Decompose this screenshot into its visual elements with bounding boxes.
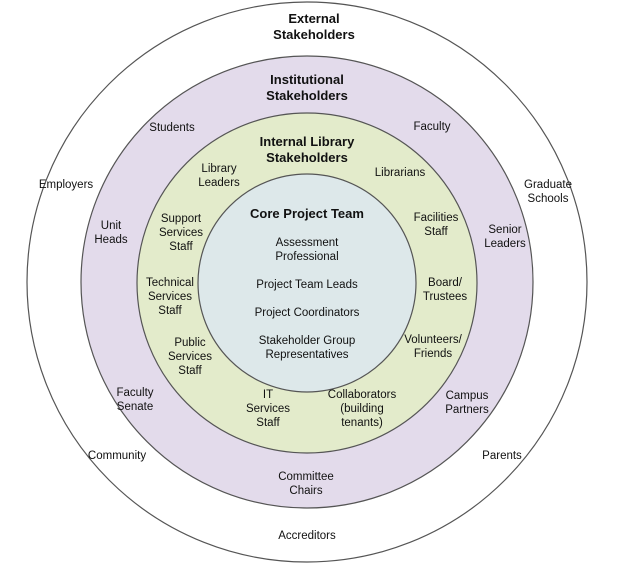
internal-library-stakeholders-title: Internal Library Stakeholders bbox=[259, 134, 355, 165]
project-coordinators-label: Project Coordinators bbox=[254, 307, 360, 319]
accreditors-label: Accreditors bbox=[278, 530, 336, 542]
parents-label: Parents bbox=[482, 450, 522, 462]
institutional-stakeholders-title: Institutional Stakeholders bbox=[266, 72, 348, 103]
core-ring bbox=[197, 173, 417, 393]
technical-services-staff-label: Technical Services Staff bbox=[146, 277, 194, 317]
assessment-professional-label: Assessment Professional bbox=[275, 237, 339, 263]
library-leaders-label: Library Leaders bbox=[198, 163, 240, 189]
committee-chairs-label: Committee Chairs bbox=[278, 471, 334, 497]
employers-label: Employers bbox=[38, 179, 94, 191]
librarians-label: Librarians bbox=[374, 167, 426, 179]
project-team-leads-label: Project Team Leads bbox=[256, 279, 358, 291]
it-services-staff-label: IT Services Staff bbox=[245, 389, 291, 429]
core-project-team-title: Core Project Team bbox=[250, 206, 364, 221]
unit-heads-label: Unit Heads bbox=[94, 220, 128, 246]
faculty-senate-label: Faculty Senate bbox=[116, 387, 154, 413]
campus-partners-label: Campus Partners bbox=[445, 390, 489, 416]
facilities-staff-label: Facilities Staff bbox=[413, 212, 459, 238]
faculty-label: Faculty bbox=[413, 121, 451, 133]
public-services-staff-label: Public Services Staff bbox=[167, 337, 213, 377]
support-services-staff-label: Support Services Staff bbox=[158, 213, 204, 253]
stakeholder-group-representatives-label: Stakeholder Group Representatives bbox=[258, 335, 356, 361]
collaborators-label: Collaborators (building tenants) bbox=[327, 389, 397, 429]
external-stakeholders-title: External Stakeholders bbox=[273, 11, 355, 42]
students-label: Students bbox=[149, 122, 195, 134]
senior-leaders-label: Senior Leaders bbox=[484, 224, 526, 250]
volunteers-friends-label: Volunteers/ Friends bbox=[404, 334, 462, 360]
graduate-schools-label: Graduate Schools bbox=[524, 179, 572, 205]
board-trustees-label: Board/ Trustees bbox=[422, 277, 468, 303]
community-label: Community bbox=[87, 450, 147, 462]
